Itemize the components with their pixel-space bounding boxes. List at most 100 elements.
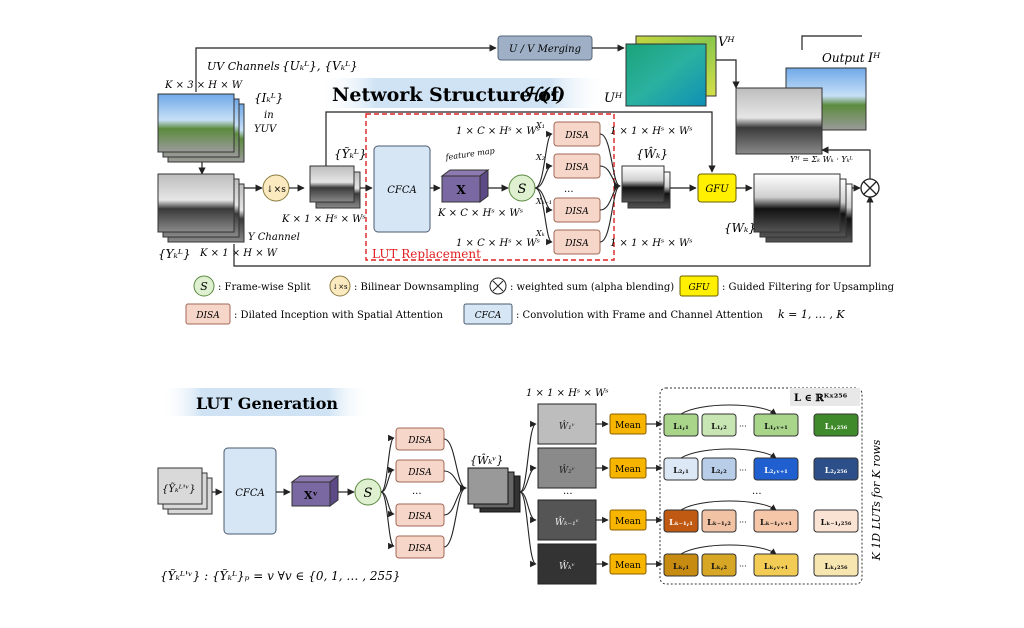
top-disa-ellipsis: ... xyxy=(564,184,574,195)
what-image-1 xyxy=(621,165,665,203)
lut-index-arc xyxy=(680,448,777,459)
lut-header: L ∈ ℝᴷˣ²⁵⁶ xyxy=(794,393,848,404)
input-set: {Iₖᴸ} xyxy=(254,91,283,105)
x-input-label: X₁ xyxy=(535,121,545,130)
lut-generation-title: LUT Generation xyxy=(196,394,338,413)
disa-out-dims-top: 1 × 1 × Hˢ × Wˢ xyxy=(610,126,693,137)
split-symbol: S xyxy=(518,182,527,197)
lut-cell-label: L₂,₂₅₆ xyxy=(825,465,848,475)
legend-cfca-symbol: CFCA xyxy=(475,311,502,321)
lut-disa-to-wv-arrow xyxy=(443,438,467,492)
mean-label: Mean xyxy=(615,421,641,431)
x-cube-front xyxy=(441,175,481,203)
disa-label: DISA xyxy=(564,207,589,217)
legend-split-symbol: S xyxy=(200,280,208,293)
mean-label: Mean xyxy=(615,517,641,527)
lut-cell-label: Lₖ₋₁,₁ xyxy=(669,517,693,527)
disa-to-what-arrow xyxy=(599,133,621,190)
uv-channels-label: UV Channels xyxy=(207,60,280,73)
feature-map-note: feature map xyxy=(444,146,495,162)
lut-cell xyxy=(813,553,859,577)
lut-cell xyxy=(701,413,737,437)
x-input-label: Xₖ xyxy=(535,229,545,238)
lut-cell-label: Lₖ₋₁,₂₅₆ xyxy=(821,517,852,527)
y-image-1 xyxy=(157,173,235,233)
legend-split-text: : Frame-wise Split xyxy=(218,282,311,293)
lut-dims: 1 × 1 × Hˢ × Wˢ xyxy=(526,388,609,399)
uh-image xyxy=(625,43,707,107)
lut-row-ellipsis: ··· xyxy=(739,518,747,527)
output-math: Iᴴ xyxy=(867,51,881,66)
lut-cell xyxy=(701,509,737,533)
lut-disa-label: DISA xyxy=(407,512,432,522)
yh-formula: Yᴴ = Σₖ Wₖ · Yₖᴸ xyxy=(790,155,854,164)
lut-ellipsis: ... xyxy=(752,486,762,497)
legend-disa-text: : Dilated Inception with Spatial Attenti… xyxy=(234,310,443,321)
mean-label: Mean xyxy=(615,465,641,475)
lut-disa-to-wv-arrow xyxy=(443,484,467,516)
blend-x-icon xyxy=(863,181,877,195)
lut-cfca-box xyxy=(223,447,277,535)
vh-label: Vᴴ xyxy=(718,35,735,50)
output-gray-image xyxy=(735,87,823,155)
lut-split-to-disa-arrow xyxy=(380,434,395,493)
ytilde-to-gfu-guide-line xyxy=(325,111,716,173)
lut-cell xyxy=(701,457,737,481)
lut-cell-label: Lₖ,ᵥ₊₁ xyxy=(764,561,788,571)
legend-cfca-icon xyxy=(463,303,513,325)
lut-cell xyxy=(813,509,859,533)
wv-block xyxy=(537,447,597,489)
xv-label: Xᵛ xyxy=(304,489,318,502)
lut-cell-label: L₁,₁ xyxy=(673,421,688,431)
legend-blend-text: : weighted sum (alpha blending) xyxy=(510,282,674,293)
lut-index-arc xyxy=(680,500,777,511)
lut-cell-label: Lₖ₋₁,ᵥ₊₁ xyxy=(760,517,792,527)
lut-disa-label: DISA xyxy=(407,436,432,446)
disa-label: DISA xyxy=(564,239,589,249)
split-to-disa-arrow xyxy=(534,162,553,189)
input-image-1 xyxy=(157,93,235,153)
lut-cell-label: Lₖ₋₁,₂ xyxy=(707,517,731,527)
wv-label: Ŵ₁ᵛ xyxy=(559,420,575,432)
ytilde-dims: K × 1 × Hˢ × Wˢ xyxy=(281,214,366,225)
lut-cell-label: L₁,₂ xyxy=(711,421,727,431)
lut-input-1 xyxy=(157,467,203,505)
lut-split-symbol: S xyxy=(364,486,373,501)
lut-cell-label: L₂,ᵥ₊₁ xyxy=(764,465,788,475)
xv-cube-side xyxy=(329,475,339,507)
y-dims: K × 1 × H × W xyxy=(199,248,278,259)
wv-label: Ŵₖᵛ xyxy=(559,560,575,572)
legend-gfu-icon xyxy=(679,275,719,297)
uv-path-line xyxy=(195,44,497,92)
x-cube-side xyxy=(479,169,489,203)
wv-fan-arrow xyxy=(519,464,537,493)
cfca-label: CFCA xyxy=(387,185,416,196)
y-set: {Yₖᴸ} xyxy=(158,247,191,261)
lut-cell-label: Lₖ,₁ xyxy=(673,561,689,571)
uh-label: Uᴴ xyxy=(604,91,623,106)
lut-definition: {Ỹₖᴸ'ᵛ} : {Ỹₖᴸ}ₚ = v ∀v ∈ {0, 1, … , 255… xyxy=(160,568,400,583)
bottom-disa-ellipsis: ... xyxy=(412,486,422,497)
disa-label: DISA xyxy=(564,163,589,173)
lut-cell xyxy=(813,457,859,481)
lut-disa-label: DISA xyxy=(407,468,432,478)
legend-split-icon xyxy=(193,275,215,297)
disa-in-dims-bottom: 1 × C × Hˢ × Wˢ xyxy=(456,238,540,249)
wv-fan-arrow xyxy=(519,491,537,568)
wv-label: Ŵ₂ᵛ xyxy=(559,464,575,476)
uv-channels-math: {Uₖᴸ}, {Vₖᴸ} xyxy=(282,59,358,73)
mean-label: Mean xyxy=(615,561,641,571)
uv-to-output-arrow xyxy=(716,59,740,89)
lut-side-label: K 1D LUTs for K rows xyxy=(870,439,883,561)
x-input-label: X₂ xyxy=(535,153,545,162)
legend-gfu-symbol: GFU xyxy=(688,283,709,293)
lut-cell-label: Lₖ,₂₅₆ xyxy=(824,561,848,571)
wv-block xyxy=(537,543,597,585)
input-space: YUV xyxy=(254,124,278,135)
cfca-box xyxy=(373,145,431,233)
lut-replacement-label: LUT Replacement xyxy=(372,247,481,261)
legend-disa-symbol: DISA xyxy=(195,311,220,321)
w-image-1 xyxy=(753,173,841,233)
